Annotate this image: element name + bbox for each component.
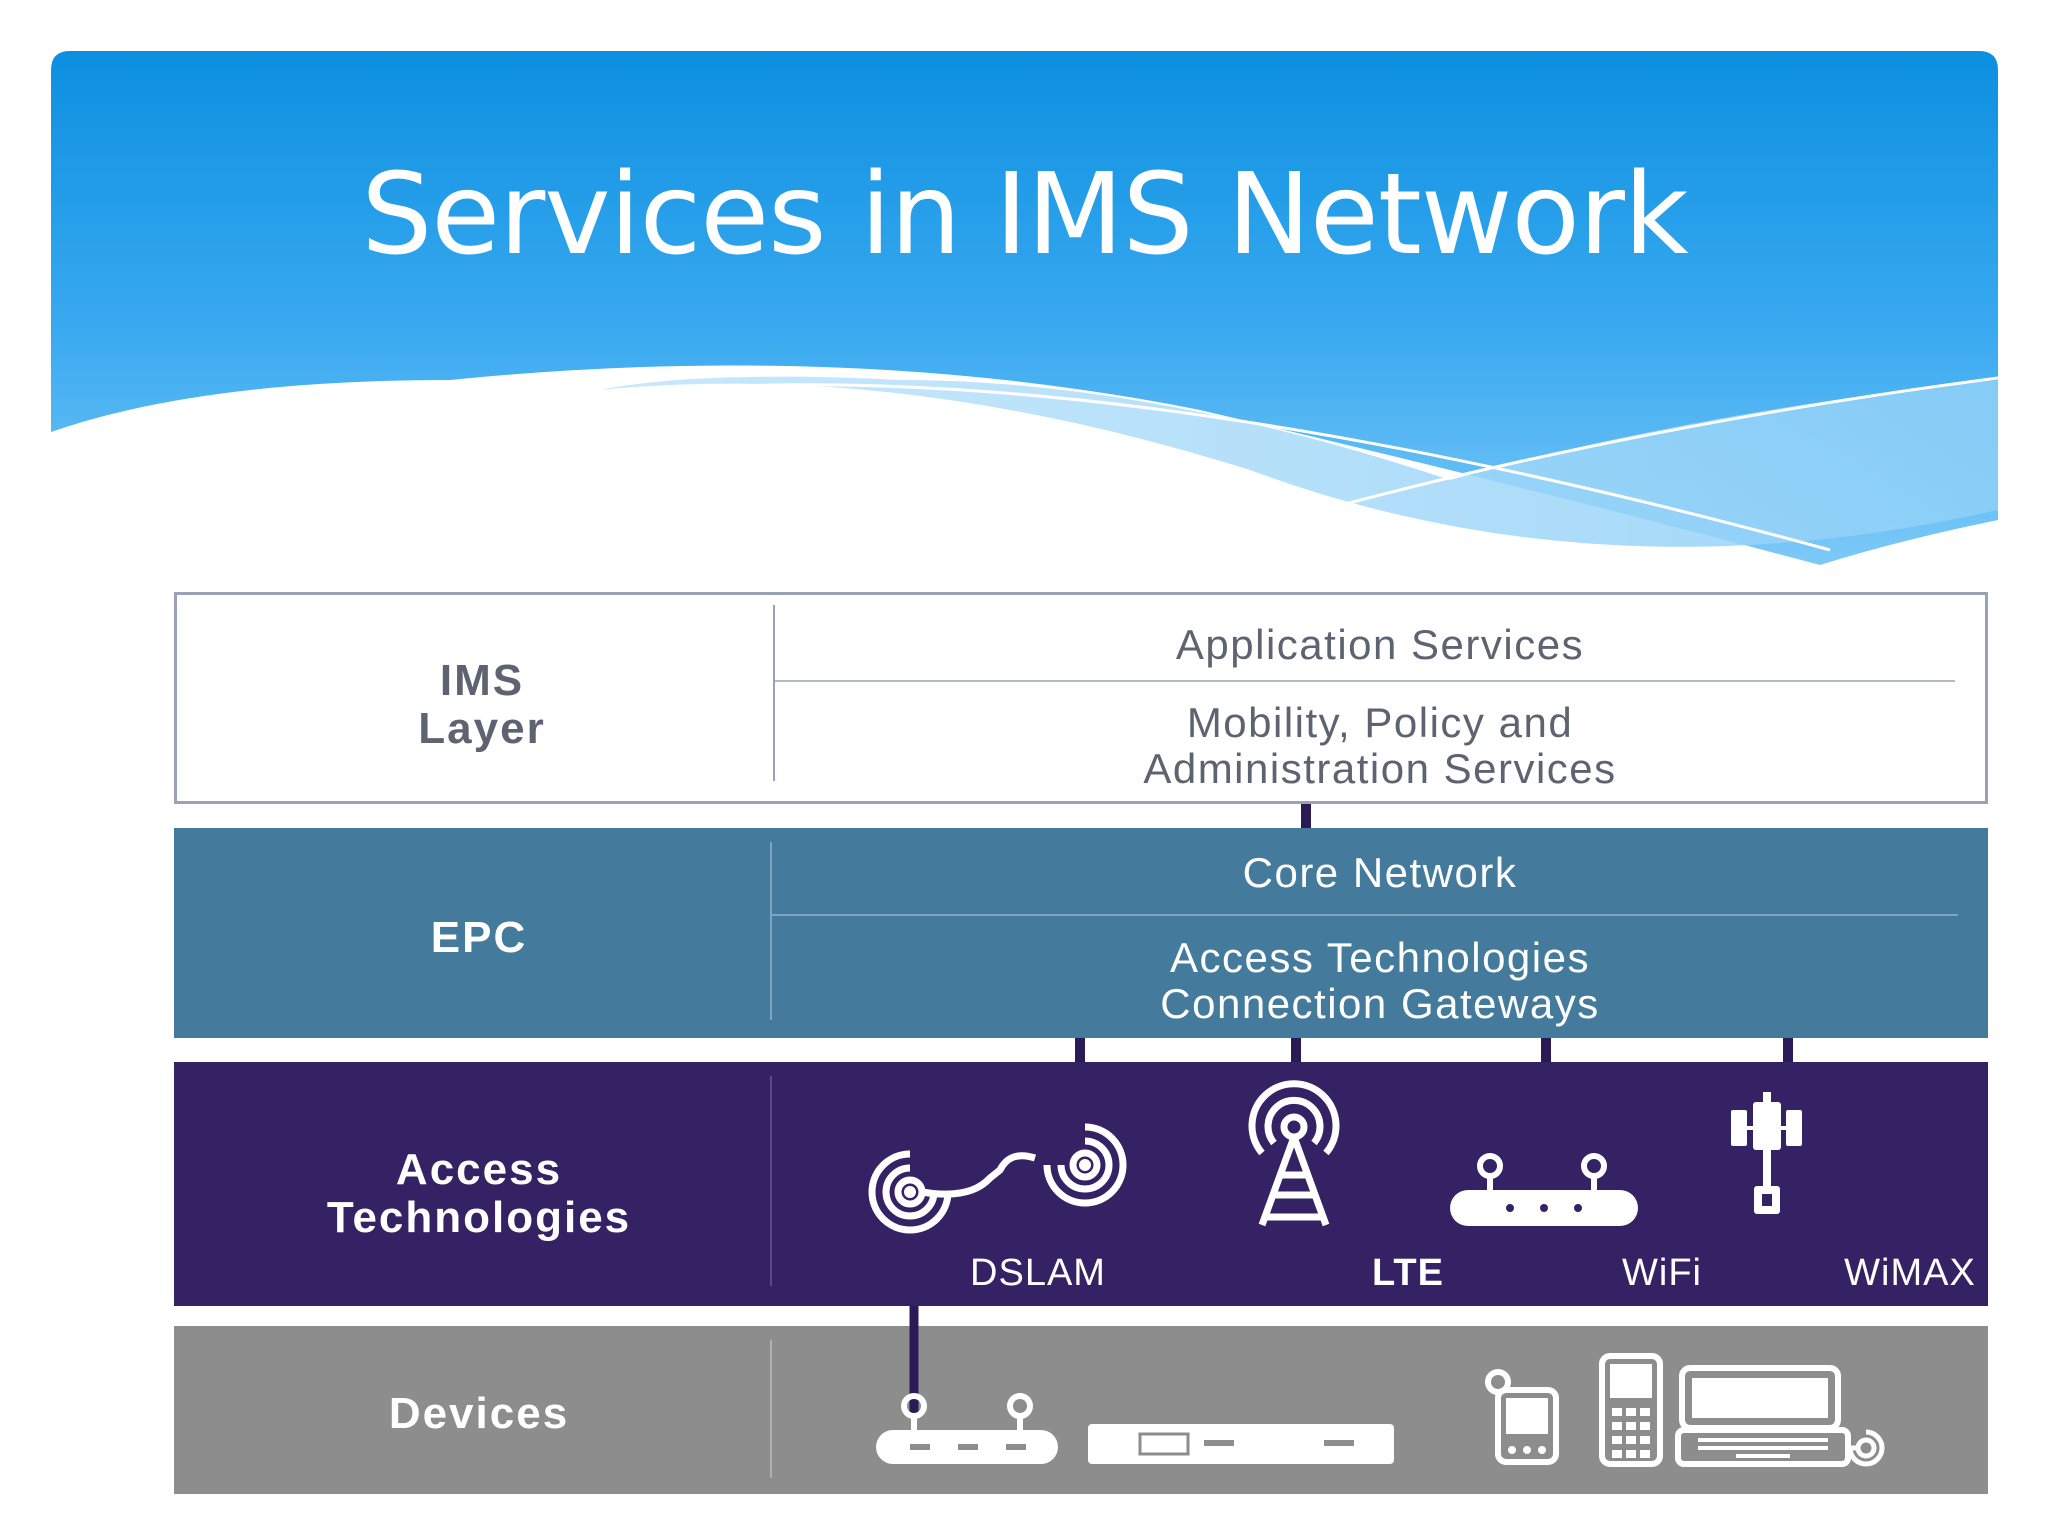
lte-label: LTE (1372, 1252, 1444, 1294)
epc-layer-label: EPC (430, 913, 528, 962)
wimax-antenna-icon (1731, 1092, 1802, 1214)
access-layer-label: Access Technologies (326, 1145, 632, 1242)
dslam-icon (868, 1123, 1127, 1234)
page-title: Services in IMS Network (361, 150, 1689, 280)
divider (775, 680, 1955, 682)
wifi-router-icon (1450, 1153, 1638, 1226)
epc-layer: EPC Core Network Access Technologies Con… (174, 828, 1988, 1038)
wave-line (639, 383, 1831, 552)
access-layer: Access Technologies DSLAM LTE WiFi WiMAX (174, 1062, 1988, 1306)
wifi-label: WiFi (1622, 1252, 1702, 1294)
divider (770, 1340, 772, 1478)
ims-layer: IMS Layer Application Services Mobility,… (174, 592, 1988, 804)
set-top-box-icon (1088, 1424, 1394, 1464)
devices-layer-label: Devices (388, 1389, 570, 1438)
header-shape (51, 51, 1998, 565)
laptop-icon (1675, 1365, 1885, 1467)
dslam-label: DSLAM (970, 1252, 1106, 1294)
divider (773, 605, 775, 781)
divider (770, 842, 772, 1020)
core-network: Core Network (1242, 849, 1518, 896)
divider (772, 914, 1958, 916)
access-gateways: Access Technologies Connection Gateways (1160, 934, 1600, 1027)
ims-layer-label: IMS Layer (418, 656, 546, 753)
application-services: Application Services (1175, 621, 1585, 668)
modem-router-icon (876, 1393, 1058, 1464)
mobility-policy-services: Mobility, Policy and Administration Serv… (1143, 699, 1617, 792)
lte-tower-icon (1248, 1080, 1340, 1227)
mobile-phone-icon (1485, 1369, 1559, 1465)
wave-line (1249, 376, 1999, 532)
header-banner (51, 51, 1999, 565)
cell-phone-icon (1599, 1353, 1663, 1467)
wimax-label: WiMAX (1844, 1252, 1976, 1294)
divider (770, 1076, 772, 1286)
